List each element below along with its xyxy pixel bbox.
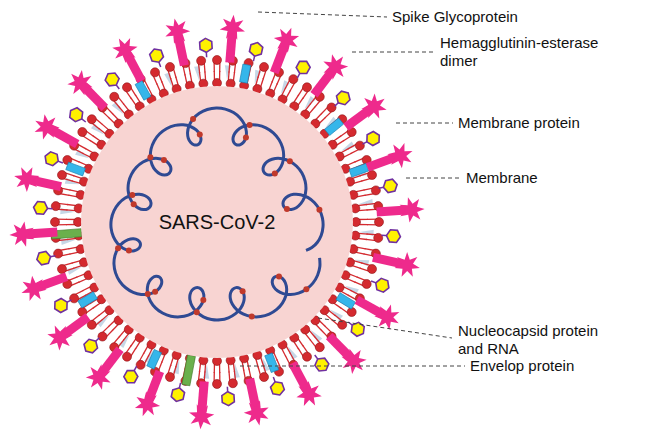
nucleocapsid-protein xyxy=(243,134,249,140)
membrane-ground xyxy=(51,56,383,388)
rna-strand xyxy=(111,108,323,320)
leader-line xyxy=(258,12,387,17)
nucleocapsid-protein xyxy=(129,192,135,198)
callout-label: Membrane protein xyxy=(458,114,648,132)
leader-line xyxy=(352,52,435,53)
nucleocapsid-protein xyxy=(200,297,206,303)
envelope-protein xyxy=(182,355,195,386)
nucleocapsid-protein xyxy=(272,170,278,176)
callout-label: Hemagglutinin-esterase dimer xyxy=(440,34,620,70)
nucleocapsid-protein xyxy=(276,274,282,280)
nucleocapsid-protein xyxy=(161,157,167,163)
nucleocapsid-protein xyxy=(316,207,322,213)
callout-label: Nucleocapsid protein and RNA xyxy=(458,322,618,358)
nucleocapsid-protein xyxy=(126,248,132,254)
nucleocapsid-protein xyxy=(115,245,121,251)
callout-label: Envelop protein xyxy=(470,357,650,375)
spike-group xyxy=(9,14,426,431)
callout-label: Membrane xyxy=(466,169,646,187)
lipid-bilayer xyxy=(51,56,384,389)
membrane-protein-group xyxy=(66,64,369,373)
nucleocapsid-protein xyxy=(247,122,253,128)
nucleocapsid-protein xyxy=(145,291,151,297)
nucleocapsid-protein xyxy=(194,309,200,315)
nucleocapsid-protein xyxy=(190,116,196,122)
nucleocapsid-protein xyxy=(240,288,246,294)
nucleocapsid-protein xyxy=(303,286,309,292)
nucleocapsid-protein xyxy=(197,131,203,137)
nucleocapsid-protein xyxy=(249,314,255,320)
leader-line xyxy=(240,366,465,367)
nucleocapsid-protein xyxy=(147,154,153,160)
nucleocapsid-protein xyxy=(284,206,290,212)
virion-core: SARS-CoV-2 xyxy=(80,85,354,359)
nucleocapsid-protein xyxy=(152,289,158,295)
leader-line xyxy=(396,123,453,124)
leader-line xyxy=(406,178,461,179)
nucleocapsid-protein xyxy=(131,201,137,207)
leader-line xyxy=(318,318,452,338)
callout-label: Spike Glycoprotein xyxy=(392,8,592,26)
virus-name: SARS-CoV-2 xyxy=(159,211,276,234)
nucleocapsid-protein xyxy=(287,158,293,164)
